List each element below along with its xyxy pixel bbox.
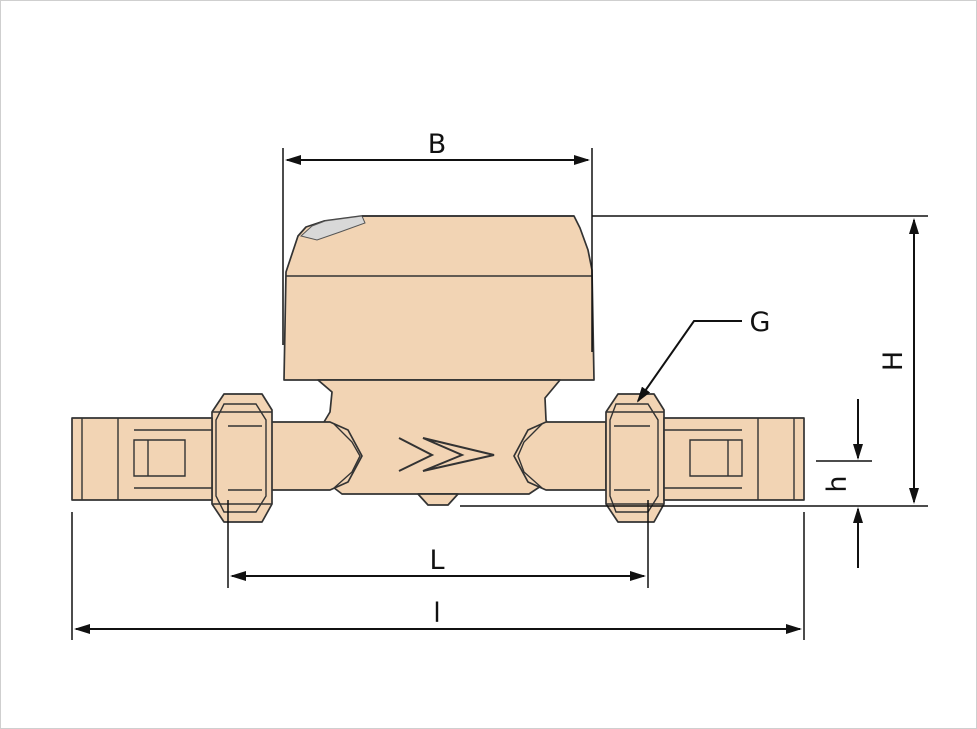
left-union-nut — [211, 393, 273, 523]
dimension-l: l — [71, 512, 805, 640]
dimension-H: H — [460, 215, 928, 507]
meter-register-head — [283, 215, 595, 381]
right-threaded-tailpiece — [663, 417, 805, 501]
dimension-label-b: B — [428, 129, 447, 160]
left-threaded-tailpiece — [71, 417, 213, 501]
flow-direction-arrow — [398, 437, 495, 472]
right-union-nut — [605, 393, 665, 523]
dimension-G: G — [636, 307, 771, 403]
dimension-label-h-upper: H — [878, 351, 909, 371]
water-meter — [71, 215, 805, 523]
dimension-label-g: G — [750, 307, 771, 338]
left-connection-pipe — [269, 421, 363, 491]
dimension-B: B — [282, 129, 593, 352]
meter-main-body — [311, 379, 561, 506]
dimension-h: h — [816, 399, 872, 568]
dimension-label-l-lower: l — [433, 598, 441, 629]
dimension-L: L — [227, 500, 649, 588]
dimension-label-h-lower: h — [822, 475, 853, 492]
dimension-label-l-upper: L — [429, 545, 444, 576]
right-connection-pipe — [513, 421, 607, 491]
